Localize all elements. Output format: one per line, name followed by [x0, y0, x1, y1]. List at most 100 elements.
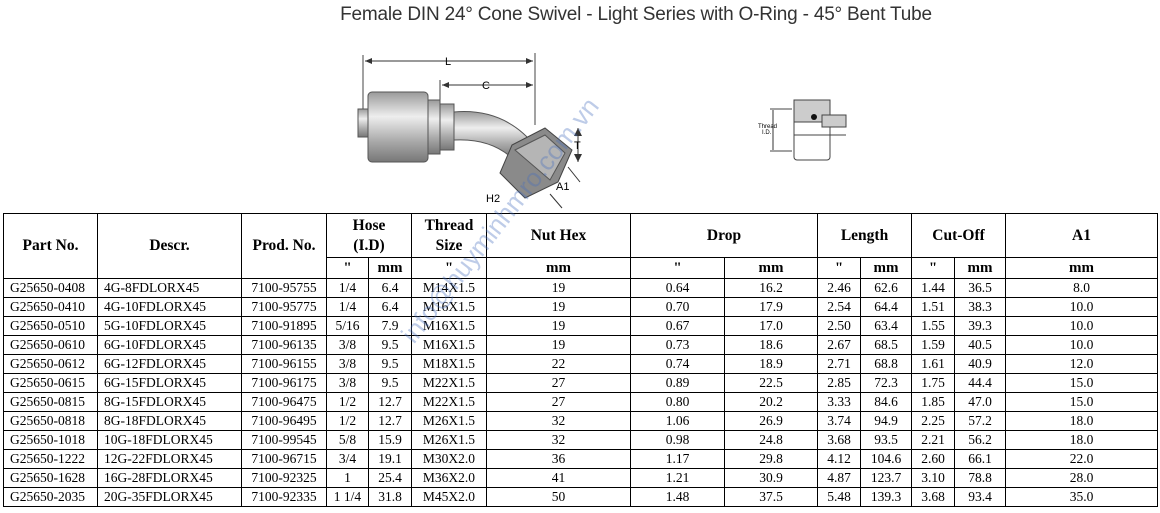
table-cell: 1.06	[630, 411, 725, 431]
table-cell: 104.6	[860, 449, 913, 469]
unit-header: mm	[486, 257, 631, 279]
table-cell: 57.2	[954, 411, 1007, 431]
table-cell: 66.1	[954, 449, 1007, 469]
table-cell: 3.68	[911, 487, 956, 507]
table-cell: 0.74	[630, 354, 725, 374]
header-thread-line1: Thread	[424, 216, 474, 234]
table-cell: 22.0	[1005, 449, 1159, 469]
table-cell: 28.0	[1005, 468, 1159, 488]
table-cell: 94.9	[860, 411, 913, 431]
unit-header: "	[911, 257, 956, 279]
table-cell: 18.0	[1005, 411, 1159, 431]
table-cell: M14X1.5	[411, 278, 487, 298]
unit-header: mm	[368, 257, 412, 279]
table-cell: 0.80	[630, 392, 725, 412]
table-cell: 1.85	[911, 392, 956, 412]
table-cell: 7100-96475	[241, 392, 327, 412]
table-cell: M16X1.5	[411, 335, 487, 355]
table-cell: 10.0	[1005, 335, 1159, 355]
table-cell: 17.0	[723, 316, 819, 336]
header-length: Length	[817, 213, 913, 258]
table-cell: M18X1.5	[411, 354, 487, 374]
table-cell: 63.4	[860, 316, 913, 336]
table-cell: 4G-8FDLORX45	[97, 278, 242, 298]
table-cell: 0.64	[630, 278, 725, 298]
table-cell: 1/4	[326, 278, 369, 298]
table-cell: G25650-0615	[3, 373, 98, 393]
table-cell: 38.3	[954, 297, 1007, 317]
table-cell: 40.9	[954, 354, 1007, 374]
table-cell: 44.4	[954, 373, 1007, 393]
table-cell: 36	[486, 449, 631, 469]
table-cell: 6G-10FDLORX45	[97, 335, 242, 355]
table-cell: 2.50	[817, 316, 862, 336]
table-cell: 56.2	[954, 430, 1007, 450]
table-cell: M26X1.5	[411, 430, 487, 450]
unit-header: mm	[860, 257, 913, 279]
table-cell: 0.98	[630, 430, 725, 450]
header-hose: Hose(I.D)	[326, 213, 412, 258]
table-cell: M16X1.5	[411, 316, 487, 336]
table-cell: 50	[486, 487, 631, 507]
label-H2: H2	[486, 193, 500, 205]
table-cell: 7100-99545	[241, 430, 327, 450]
table-cell: 5G-10FDLORX45	[97, 316, 242, 336]
table-cell: M16X1.5	[411, 297, 487, 317]
unit-header: mm	[723, 257, 819, 279]
table-cell: 30.9	[723, 468, 819, 488]
table-cell: 2.71	[817, 354, 862, 374]
table-cell: 2.60	[911, 449, 956, 469]
header-cutoff: Cut-Off	[911, 213, 1007, 258]
header-drop: Drop	[629, 213, 819, 258]
table-cell: 1/2	[326, 411, 369, 431]
table-cell: 0.73	[630, 335, 725, 355]
table-cell: 93.4	[954, 487, 1007, 507]
table-cell: G25650-0610	[3, 335, 98, 355]
table-cell: 1.17	[630, 449, 725, 469]
table-cell: 68.5	[860, 335, 913, 355]
table-cell: G25650-0818	[3, 411, 98, 431]
table-cell: 0.67	[630, 316, 725, 336]
table-cell: 25.4	[368, 468, 412, 488]
table-cell: 7100-95755	[241, 278, 327, 298]
table-cell: 37.5	[723, 487, 819, 507]
table-cell: 9.5	[368, 335, 412, 355]
table-cell: 3.68	[817, 430, 862, 450]
thread-section-drawing: Thread I.D.	[758, 99, 847, 161]
table-cell: 2.21	[911, 430, 956, 450]
table-cell: M30X2.0	[411, 449, 487, 469]
header-prod-no: Prod. No.	[241, 213, 327, 279]
label-C: C	[482, 80, 490, 92]
table-cell: 8G-15FDLORX45	[97, 392, 242, 412]
table-cell: 35.0	[1005, 487, 1159, 507]
table-cell: 5/8	[326, 430, 369, 450]
table-cell: 1.61	[911, 354, 956, 374]
table-cell: 2.25	[911, 411, 956, 431]
table-cell: 3/8	[326, 373, 369, 393]
table-cell: 36.5	[954, 278, 1007, 298]
table-cell: 5/16	[326, 316, 369, 336]
table-cell: 6.4	[368, 278, 412, 298]
label-T: T	[574, 140, 581, 152]
table-cell: 6G-15FDLORX45	[97, 373, 242, 393]
table-cell: 10.0	[1005, 316, 1159, 336]
table-cell: G25650-0408	[3, 278, 98, 298]
table-cell: 12.7	[368, 392, 412, 412]
unit-header: mm	[954, 257, 1007, 279]
table-cell: 1.21	[630, 468, 725, 488]
table-cell: 1.44	[911, 278, 956, 298]
table-cell: 6.4	[368, 297, 412, 317]
table-cell: 31.8	[368, 487, 412, 507]
table-cell: 16G-28FDLORX45	[97, 468, 242, 488]
table-cell: 1/2	[326, 392, 369, 412]
table-cell: 47.0	[954, 392, 1007, 412]
page-title: Female DIN 24° Cone Swivel - Light Serie…	[340, 4, 932, 25]
table-cell: 26.9	[723, 411, 819, 431]
